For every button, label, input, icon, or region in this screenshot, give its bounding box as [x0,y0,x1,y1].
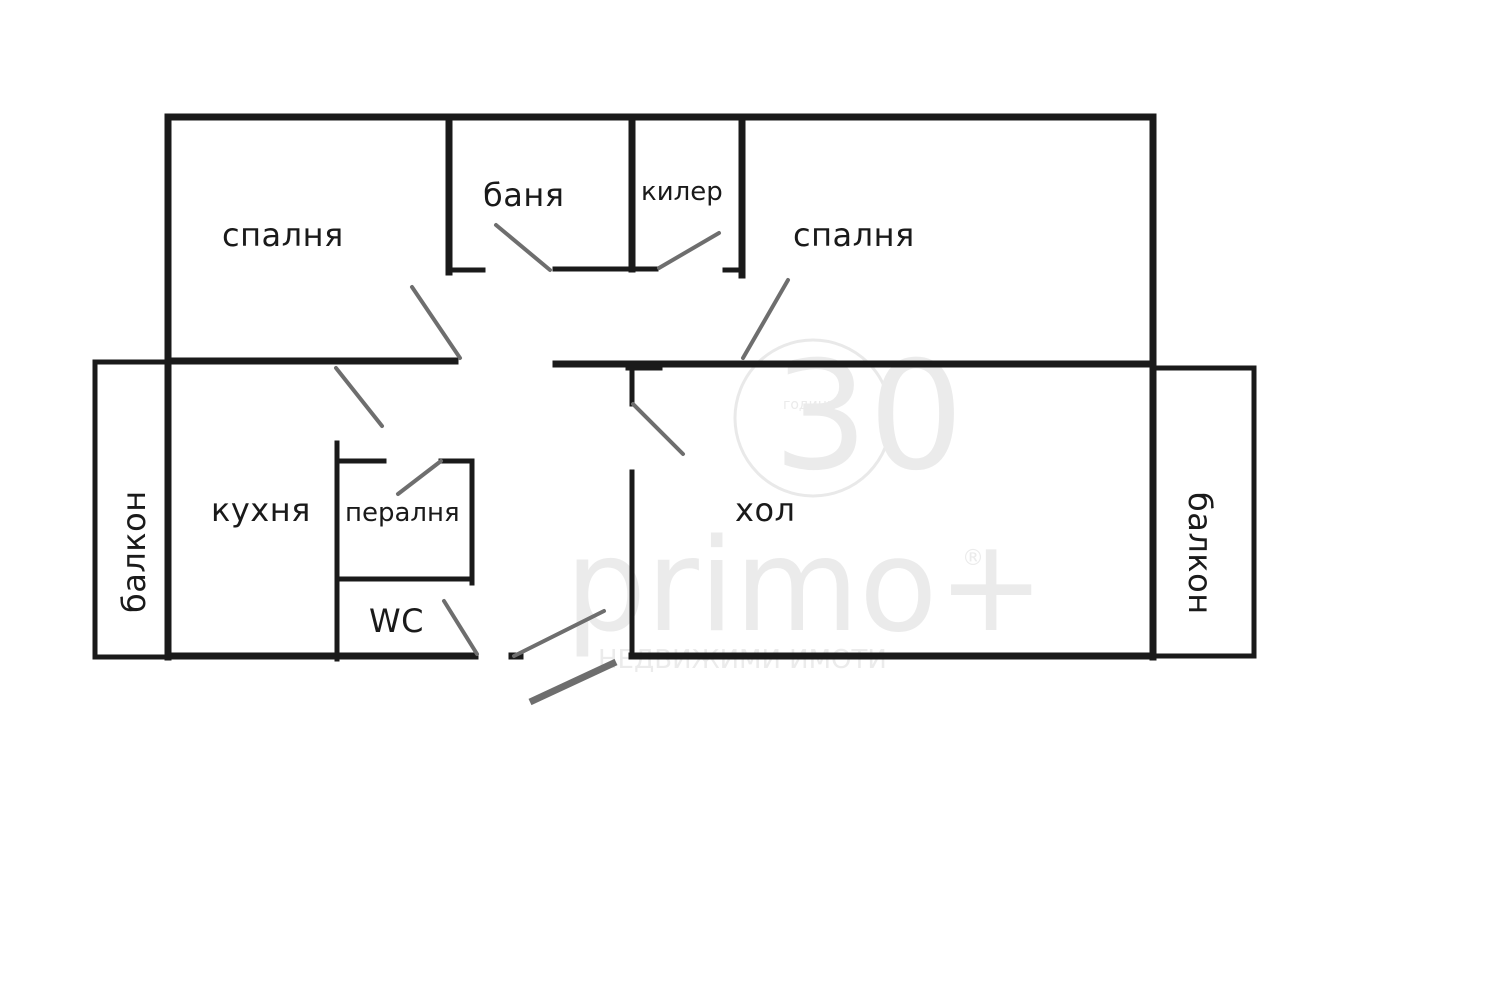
door-bedroom-right [741,278,790,360]
watermark: 30 години primo+ ® НЕДВИЖИМИ ИМОТИ [565,330,1045,675]
door-bathroom [494,223,552,272]
door-entrance [512,609,606,658]
door-bedroom-left [410,285,462,360]
label-wc: WC [369,602,424,640]
door-kitchen [334,366,384,428]
door-storage [657,231,721,270]
watermark-tagline: НЕДВИЖИМИ ИМОТИ [598,645,887,675]
door-entrance-outer [528,658,618,706]
label-hall: хол [735,491,795,529]
wall-balcony-left [92,359,171,660]
label-balcony-right: балкон [1181,492,1219,615]
label-storage: килер [641,177,723,207]
wall-balcony-right [1150,365,1257,659]
watermark-years: години [783,397,836,413]
watermark-registered: ® [962,546,984,571]
door-hall [631,402,685,456]
label-kitchen: кухня [211,491,311,529]
room-labels: спалня баня килер спалня кухня пералня W… [115,176,1219,640]
watermark-brand: primo+ [565,512,1045,661]
label-laundry: пералня [345,498,460,528]
door-wc [442,599,479,656]
watermark-circle [733,338,893,498]
watermark-number: 30 [773,330,964,504]
label-balcony-left: балкон [115,490,153,613]
label-bathroom: баня [483,176,565,214]
doors [334,223,790,706]
label-bedroom-left: спалня [222,216,344,254]
walls [92,113,1257,662]
label-bedroom-right: спалня [793,216,915,254]
door-laundry [396,459,443,496]
